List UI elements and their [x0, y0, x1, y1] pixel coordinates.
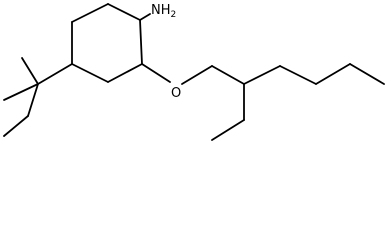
bond-c1-nh2 — [139, 13, 151, 21]
ring-bond-c6-c1 — [139, 19, 143, 65]
ethylhexyl-chain — [211, 63, 385, 141]
ring-bond-c5-c6 — [107, 63, 143, 83]
bond-branch-ch3 — [211, 119, 245, 141]
tert-pentyl-group — [3, 57, 73, 137]
ring-bond-c1-c2 — [107, 3, 141, 21]
amine-label: NH2 — [151, 3, 176, 20]
bond-ch-chain-c3 — [243, 65, 281, 85]
bond-oxygen-ch2 — [181, 65, 213, 85]
bond-ch2-ch — [211, 65, 245, 85]
cyclohexane-ring — [71, 3, 143, 83]
bond-quaternary-methyl-up — [21, 57, 39, 85]
amine-subscript: 2 — [171, 10, 177, 20]
bond-quaternary-ethyl-ch2 — [27, 83, 39, 117]
bond-ring-quaternary-c — [37, 63, 73, 85]
amine-symbol: NH — [151, 3, 171, 18]
bond-ethyl-ch3 — [3, 115, 29, 137]
chemical-structure-diagram: NH2 O — [3, 3, 385, 141]
bond-chain-c5-c6 — [349, 63, 385, 85]
bond-quaternary-methyl-left — [3, 83, 39, 101]
ring-bond-c4-c5 — [71, 63, 109, 83]
bond-chain-c4-c5 — [315, 63, 351, 85]
bond-c6-oxygen — [141, 63, 171, 83]
oxygen-label: O — [171, 86, 181, 101]
ring-bond-c2-c3 — [71, 3, 109, 23]
bond-chain-c3-c4 — [279, 65, 317, 85]
